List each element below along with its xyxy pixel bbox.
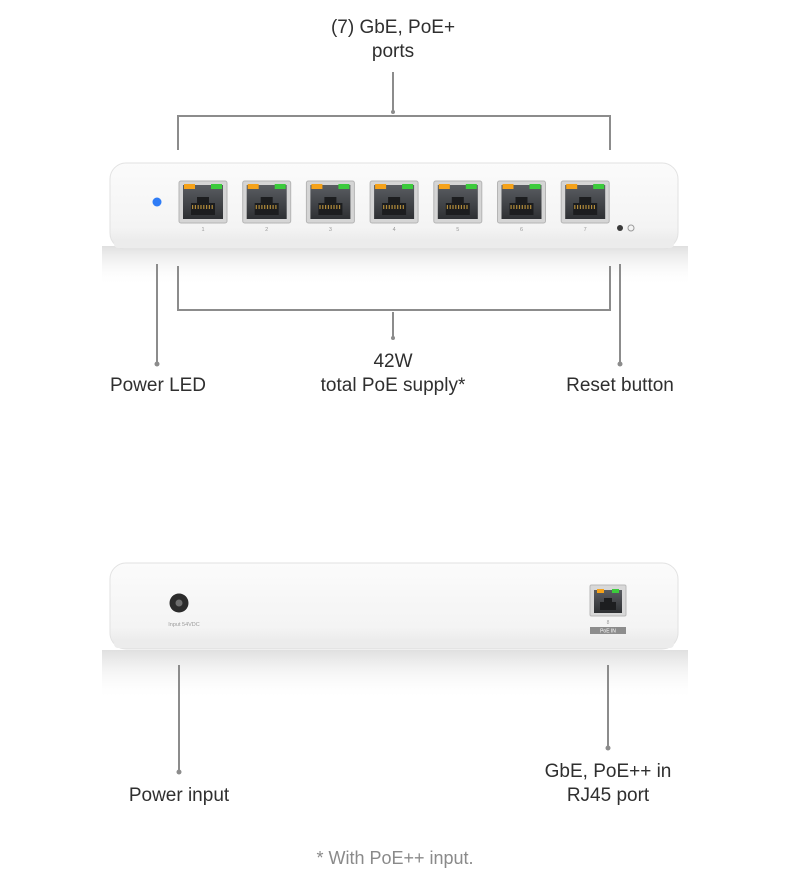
poe-stem-dot (391, 336, 395, 340)
power-led-label: Power LED (98, 374, 218, 398)
power-input-label: Power input (118, 784, 240, 808)
power-input-text: Power input (128, 785, 230, 806)
footnote: * With PoE++ input. (316, 848, 474, 868)
port-number-label: 1 (201, 227, 204, 233)
power-led-icon (152, 197, 162, 207)
power-input-leader-dot (176, 769, 182, 775)
uplink-port-leader-dot (605, 745, 611, 751)
switch-back: Input 54VDC 8 PoE IN (102, 562, 688, 700)
uplink-port-line1: GbE, PoE++ in (544, 761, 672, 782)
uplink-port-line2: RJ45 port (566, 785, 650, 806)
poe-supply-label: 42W total PoE supply* (293, 350, 493, 398)
uplink-port-number: 8 (607, 620, 610, 626)
switch-back-shadow (102, 650, 688, 700)
rj45-port-icon (369, 180, 419, 224)
ports-callout-label: (7) GbE, PoE+ ports (293, 16, 493, 64)
power-jack-inner-icon (175, 599, 183, 607)
port-number-label: 7 (584, 227, 587, 233)
reset-button-label: Reset button (555, 374, 685, 398)
rj45-port-icon (242, 180, 292, 224)
rj45-port-icon (560, 180, 610, 224)
port-number-label: 6 (520, 227, 523, 233)
rj45-port-icon (497, 180, 546, 224)
rj45-port-icon (178, 180, 228, 224)
port-number-label: 2 (265, 227, 268, 233)
ports-callout-line1: (7) GbE, PoE+ (330, 17, 456, 38)
switch-back-bottom-edge (114, 640, 674, 648)
switch-front-shadow (102, 246, 688, 286)
rj45-port-icon (305, 180, 355, 224)
reset-button-text: Reset button (566, 375, 674, 396)
uplink-port-label: GbE, PoE++ in RJ45 port (532, 760, 684, 808)
front-port-group (178, 180, 610, 224)
port-number-label: 5 (456, 227, 459, 233)
switch-back-body (109, 562, 679, 650)
ports-stem-top-dot (391, 110, 395, 114)
reset-button-icon (617, 225, 623, 231)
reset-button-leader-dot (617, 361, 623, 367)
front-port-label-group: 1 2 3 4 5 6 7 (201, 227, 586, 233)
poe-supply-line1: 42W (373, 351, 413, 372)
switch-front-bottom-edge (114, 240, 674, 248)
ports-bracket-top (177, 115, 611, 150)
reset-symbol-icon (627, 224, 635, 232)
port-number-label: 4 (393, 227, 396, 233)
poe-in-badge (590, 627, 626, 634)
poe-supply-line2: total PoE supply* (320, 375, 466, 396)
uplink-port-icon (589, 584, 627, 617)
poe-in-badge-text: PoE IN (600, 629, 616, 635)
rj45-port-icon (433, 180, 483, 224)
port-number-label: 3 (329, 227, 332, 233)
power-led-text: Power LED (109, 375, 207, 396)
power-input-small-label: Input 54VDC (168, 622, 200, 628)
leader-lines (154, 72, 623, 775)
ports-callout-line2: ports (371, 41, 415, 62)
poe-bracket-bottom (177, 266, 611, 311)
power-led-leader-dot (154, 361, 160, 367)
switch-front: 1 2 3 4 5 6 7 (102, 162, 688, 286)
